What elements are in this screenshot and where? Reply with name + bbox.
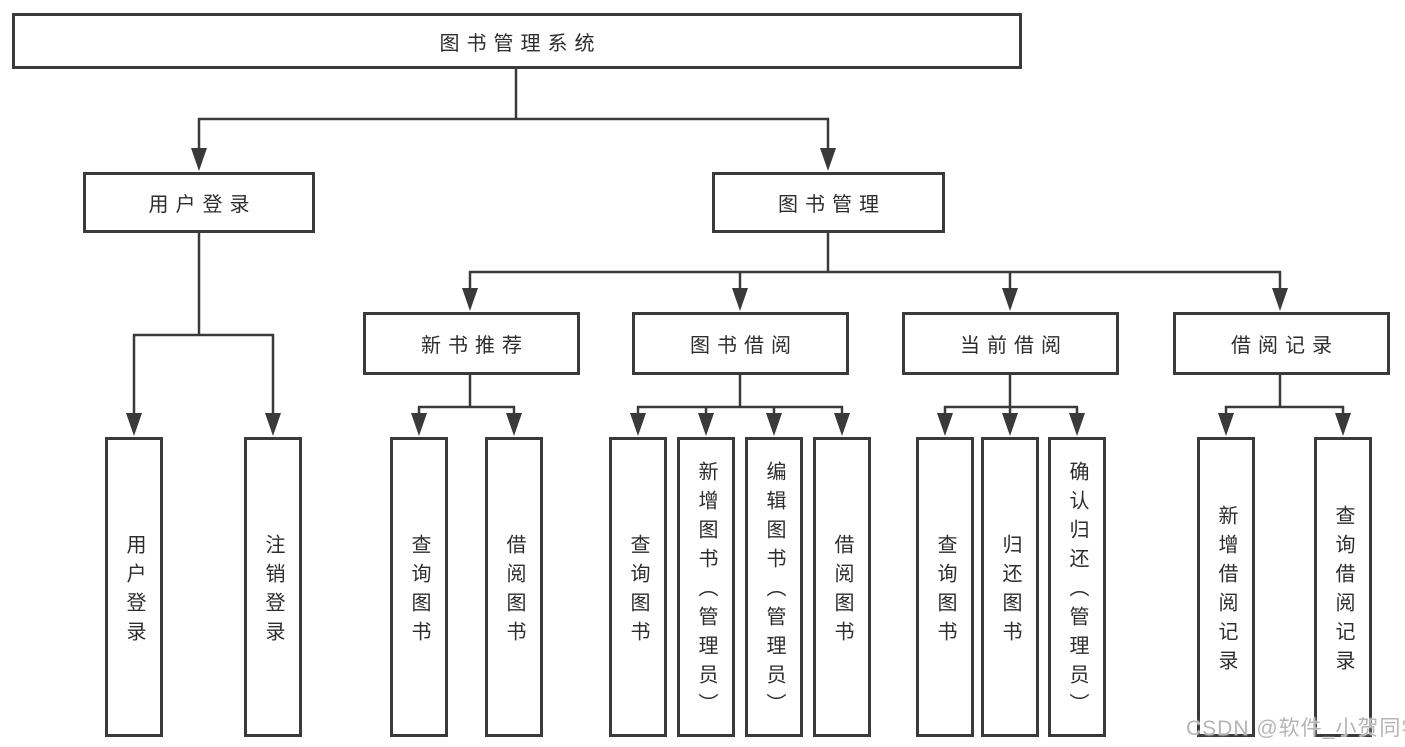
leaf-records-query-record: 查询借阅记录 <box>1314 437 1372 737</box>
leaf-borrowing-add-books-admin: 新增图书（管理员） <box>677 437 735 737</box>
leaf-logout-action: 注销登录 <box>244 437 302 737</box>
arrowhead <box>411 413 427 436</box>
arrowhead <box>265 413 281 436</box>
node-root: 图书管理系统 <box>12 13 1022 69</box>
node-new-book-recommend-label: 新书推荐 <box>421 335 529 357</box>
leaf-label: 查询图书 <box>934 533 956 650</box>
node-user-login: 用户登录 <box>83 172 315 233</box>
arrowhead <box>462 288 478 311</box>
arrowhead <box>1002 288 1018 311</box>
edge-bookmgmt-to-level3 <box>468 233 1282 291</box>
leaf-borrowing-query-books: 查询图书 <box>609 437 667 737</box>
csdn-watermark: CSDN @软件_小贺同学 <box>1186 717 1405 740</box>
arrowhead <box>698 413 714 436</box>
leaf-current-return-books: 归还图书 <box>981 437 1039 737</box>
leaf-label: 归还图书 <box>999 533 1021 650</box>
leaf-label: 借阅图书 <box>831 533 853 650</box>
leaf-records-add-record: 新增借阅记录 <box>1197 437 1255 737</box>
leaf-current-query-books: 查询图书 <box>916 437 974 737</box>
leaf-label: 用户登录 <box>123 533 145 650</box>
node-book-borrowing: 图书借阅 <box>632 312 849 375</box>
leaf-label: 查询图书 <box>627 533 649 650</box>
edge-current-to-leaves <box>943 375 1079 416</box>
arrowhead <box>1218 413 1234 436</box>
node-book-management: 图书管理 <box>712 172 945 233</box>
arrowhead <box>834 413 850 436</box>
leaf-user-login-action: 用户登录 <box>105 437 163 737</box>
edge-borrowing-to-leaves <box>636 375 844 416</box>
arrowhead <box>191 148 207 171</box>
arrowhead <box>937 413 953 436</box>
edge-userlogin-to-leaves <box>132 233 275 415</box>
arrowhead <box>1002 413 1018 436</box>
arrowheads <box>126 148 1351 436</box>
arrowhead <box>1272 288 1288 311</box>
leaf-label: 新增图书（管理员） <box>695 461 717 722</box>
arrowhead <box>766 413 782 436</box>
node-book-borrowing-label: 图书借阅 <box>690 335 798 357</box>
arrowhead <box>1069 413 1085 436</box>
edge-newbooks-to-leaves <box>417 375 516 416</box>
node-current-borrowing-label: 当前借阅 <box>960 335 1068 357</box>
leaf-current-confirm-return-admin: 确认归还（管理员） <box>1048 437 1106 737</box>
leaf-borrowing-borrow-books: 借阅图书 <box>813 437 871 737</box>
node-book-management-label: 图书管理 <box>778 194 886 216</box>
leaf-borrowing-edit-books-admin: 编辑图书（管理员） <box>745 437 803 737</box>
leaf-label: 注销登录 <box>262 533 284 650</box>
edge-root-to-level2 <box>197 69 830 150</box>
node-borrow-records: 借阅记录 <box>1173 312 1390 375</box>
edge-records-to-leaves <box>1224 375 1345 416</box>
arrowhead <box>820 148 836 171</box>
node-current-borrowing: 当前借阅 <box>902 312 1119 375</box>
leaf-label: 新增借阅记录 <box>1215 504 1237 679</box>
leaf-label: 查询借阅记录 <box>1332 504 1354 679</box>
node-borrow-records-label: 借阅记录 <box>1231 335 1339 357</box>
leaf-label: 编辑图书（管理员） <box>763 461 785 722</box>
tree-edges <box>132 69 1345 416</box>
node-new-book-recommend: 新书推荐 <box>363 312 580 375</box>
arrowhead <box>1335 413 1351 436</box>
leaf-label: 借阅图书 <box>503 533 525 650</box>
node-root-label: 图书管理系统 <box>439 32 602 55</box>
leaf-label: 确认归还（管理员） <box>1066 461 1088 722</box>
leaf-label: 查询图书 <box>408 533 430 650</box>
arrowhead <box>732 288 748 311</box>
arrowhead <box>506 413 522 436</box>
leaf-newbooks-query-books: 查询图书 <box>390 437 448 737</box>
arrowhead <box>630 413 646 436</box>
arrowhead <box>126 413 142 436</box>
leaf-newbooks-borrow-books: 借阅图书 <box>485 437 543 737</box>
node-user-login-label: 用户登录 <box>148 194 257 216</box>
